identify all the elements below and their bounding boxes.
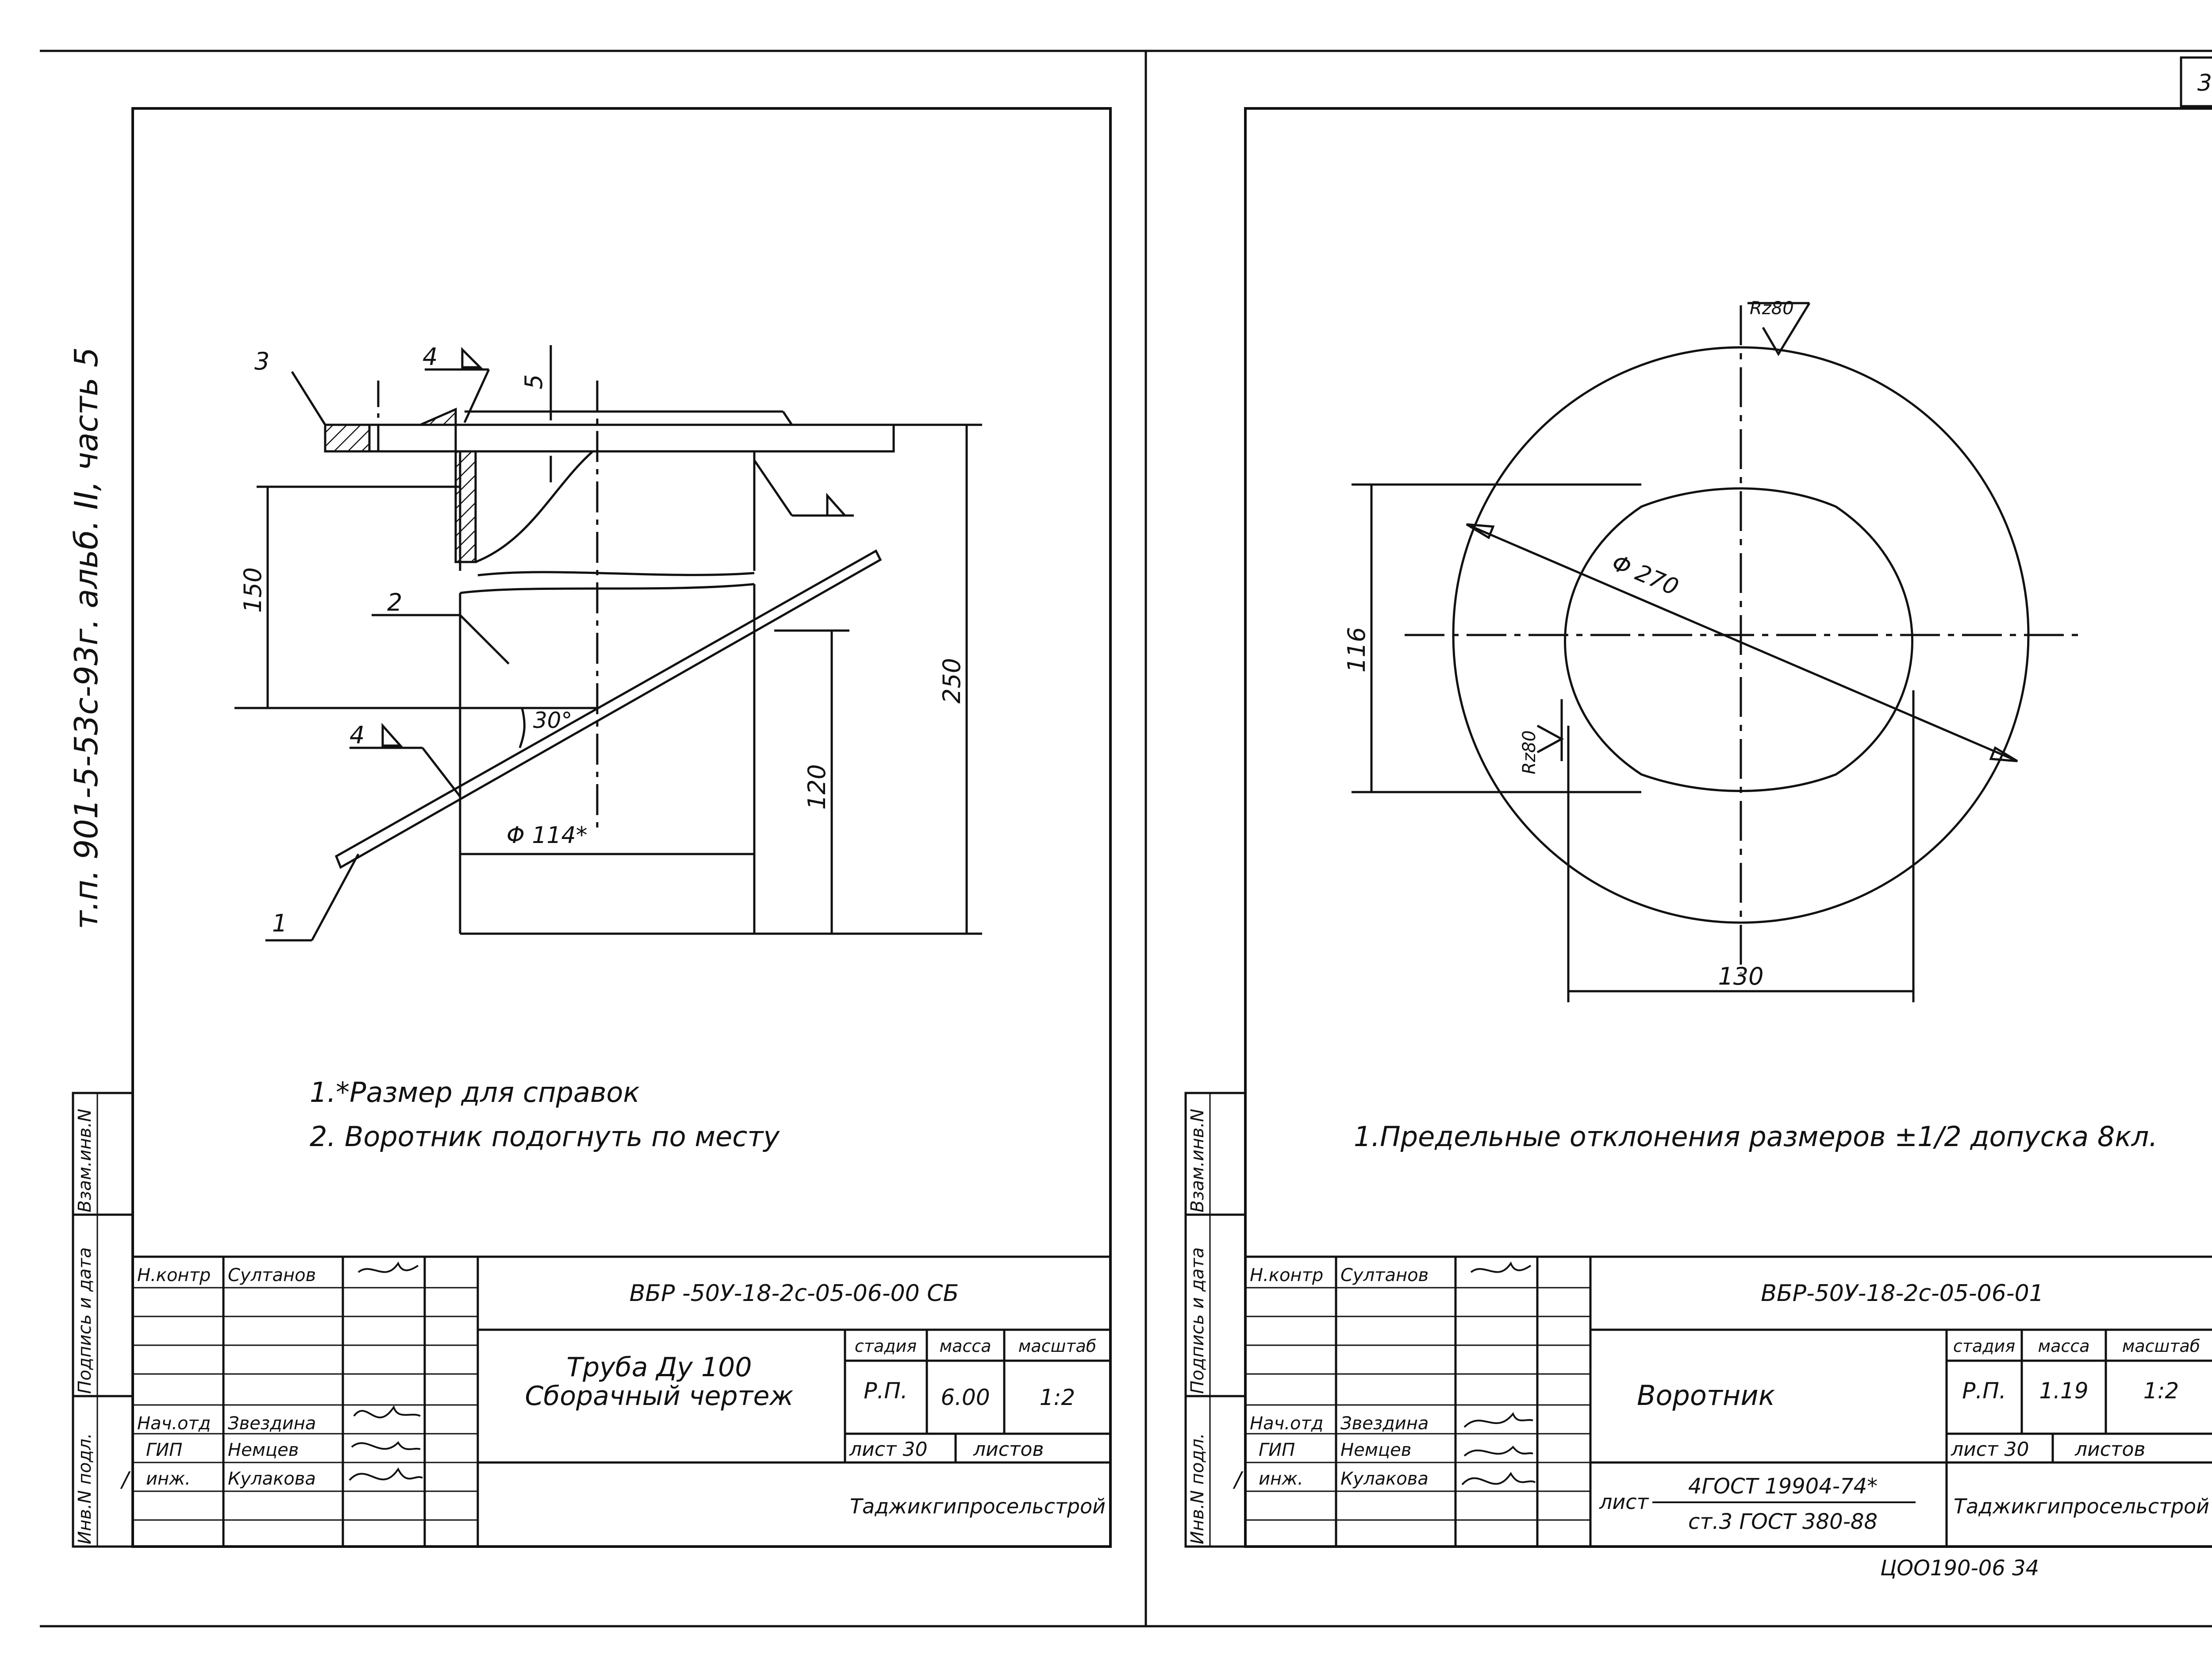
dim-5: 5 [520, 374, 548, 389]
side-cell-inventory: Инв.N подл. [75, 1433, 95, 1544]
role-norm-control: Н.контр [137, 1265, 211, 1285]
left-sheet: 3 2 1 4 4 5 150 250 120 30° Φ 114* 1.*Ра… [72, 107, 1112, 1548]
left-title-block: Н.контр Султанов Нач.отд Звездина ГИП Не… [120, 1255, 1112, 1548]
role-norm-control: Н.контр [1250, 1265, 1323, 1285]
collar-drawing [1352, 302, 2079, 1002]
role-chief-engineer: ГИП [1259, 1440, 1295, 1460]
name-norm-control: Султанов [228, 1265, 316, 1285]
drawing-code: ВБР-50У-18-2с-05-06-01 [1761, 1280, 2044, 1307]
stage-value: Р.П. [864, 1378, 908, 1404]
document-side-label: т.п. 901-5-53с-93г. альб. II, часть 5 [68, 347, 105, 929]
drawing-title-line2: Сборачный чертеж [525, 1381, 794, 1412]
signature-marks [1461, 1261, 1536, 1485]
scale-value: 1:2 [2143, 1378, 2179, 1404]
name-dept-head: Звездина [228, 1413, 316, 1434]
weld-mark-top: 4 [422, 343, 438, 371]
mass-header: масса [2038, 1336, 2089, 1356]
sheet-number: лист 30 [1951, 1438, 2029, 1461]
note-1: 1.*Размер для справок [310, 1076, 640, 1108]
roughness-top: Rz80 [1750, 298, 1794, 319]
dim-116: 116 [1343, 627, 1371, 673]
role-engineer: инж. [1259, 1469, 1303, 1489]
mass-header: масса [939, 1336, 991, 1356]
dim-130: 130 [1718, 962, 1763, 990]
pipe-assembly-drawing [234, 345, 982, 942]
scale-header: масштаб [1018, 1336, 1096, 1356]
page-frame [40, 50, 2212, 1628]
name-engineer: Кулакова [228, 1469, 316, 1489]
mass-value: 1.19 [2039, 1378, 2088, 1404]
angle-30: 30° [533, 708, 572, 733]
part-callout-1: 1 [272, 909, 287, 937]
organization: Таджикгипросельстрой [850, 1494, 1106, 1518]
role-engineer: инж. [146, 1469, 191, 1489]
dim-diameter-270: Φ 270 [1608, 550, 1682, 601]
part-callout-2: 2 [387, 589, 402, 616]
stage-header: стадия [1953, 1336, 2015, 1356]
tolerance-note: 1.Предельные отклонения размеров ±1/2 до… [1354, 1120, 2158, 1153]
side-cell-inventory: Инв.N подл. [1187, 1433, 1208, 1544]
weld-mark-bottom: 4 [349, 721, 365, 749]
drawing-code: ВБР -50У-18-2с-05-06-00 СБ [630, 1280, 959, 1307]
left-side-strip: Инв.N подл. Подпись и дата Взам.инв.N [72, 1092, 134, 1548]
dim-120: 120 [803, 764, 831, 810]
role-chief-engineer: ГИП [146, 1440, 182, 1460]
dim-250: 250 [938, 658, 966, 704]
material-prefix: лист [1599, 1490, 1649, 1514]
material-standard: ст.3 ГОСТ 380-88 [1688, 1509, 1878, 1534]
dim-150: 150 [239, 567, 267, 613]
organization: Таджикгипросельстрой [1954, 1494, 2209, 1518]
mass-value: 6.00 [941, 1385, 990, 1410]
name-engineer: Кулакова [1340, 1469, 1429, 1489]
sheet-number: лист 30 [849, 1438, 928, 1461]
side-cell-replaced: Взам.инв.N [75, 1109, 95, 1212]
signature-marks [349, 1261, 423, 1481]
side-cell-replaced: Взам.инв.N [1187, 1109, 1208, 1212]
note-2: 2. Воротник подогнуть по месту [310, 1120, 780, 1153]
right-side-strip: Инв.N подл. Подпись и дата Взам.инв.N [1184, 1092, 1247, 1548]
side-cell-signature: Подпись и дата [75, 1247, 95, 1394]
scale-value: 1:2 [1040, 1385, 1075, 1410]
scale-header: масштаб [2122, 1336, 2200, 1356]
stage-value: Р.П. [1962, 1378, 2006, 1404]
footer-code: ЦОО190-06 34 [1880, 1556, 2039, 1581]
sheet-count: листов [2074, 1438, 2145, 1461]
revision-mark: / [120, 1467, 131, 1492]
sheet-count: листов [973, 1438, 1044, 1461]
drawing-title: Воротник [1637, 1379, 1775, 1412]
page-number: 33 [2197, 70, 2212, 96]
roughness-side: Rz80 [1519, 730, 1540, 774]
side-cell-signature: Подпись и дата [1187, 1247, 1208, 1394]
drawing-title-line1: Труба Ду 100 [566, 1352, 752, 1383]
stage-header: стадия [855, 1336, 917, 1356]
part-callout-3: 3 [254, 347, 269, 375]
role-dept-head: Нач.отд [137, 1413, 211, 1434]
material-grade: 4ГОСТ 19904-74* [1688, 1474, 1878, 1499]
name-norm-control: Султанов [1340, 1265, 1429, 1285]
right-sheet: Rz80 Rz80 116 Φ 270 130 1.Предельные отк… [1184, 107, 2212, 1548]
name-chief-engineer: Немцев [1340, 1440, 1411, 1460]
right-title-block: Н.контр Султанов Нач.отд Звездина ГИП Не… [1233, 1255, 2212, 1548]
page-number-box: 33 [2180, 56, 2212, 108]
revision-mark: / [1233, 1467, 1244, 1492]
role-dept-head: Нач.отд [1250, 1413, 1323, 1434]
dim-diameter-114: Φ 114* [507, 822, 588, 849]
name-chief-engineer: Немцев [228, 1440, 299, 1460]
name-dept-head: Звездина [1340, 1413, 1429, 1434]
